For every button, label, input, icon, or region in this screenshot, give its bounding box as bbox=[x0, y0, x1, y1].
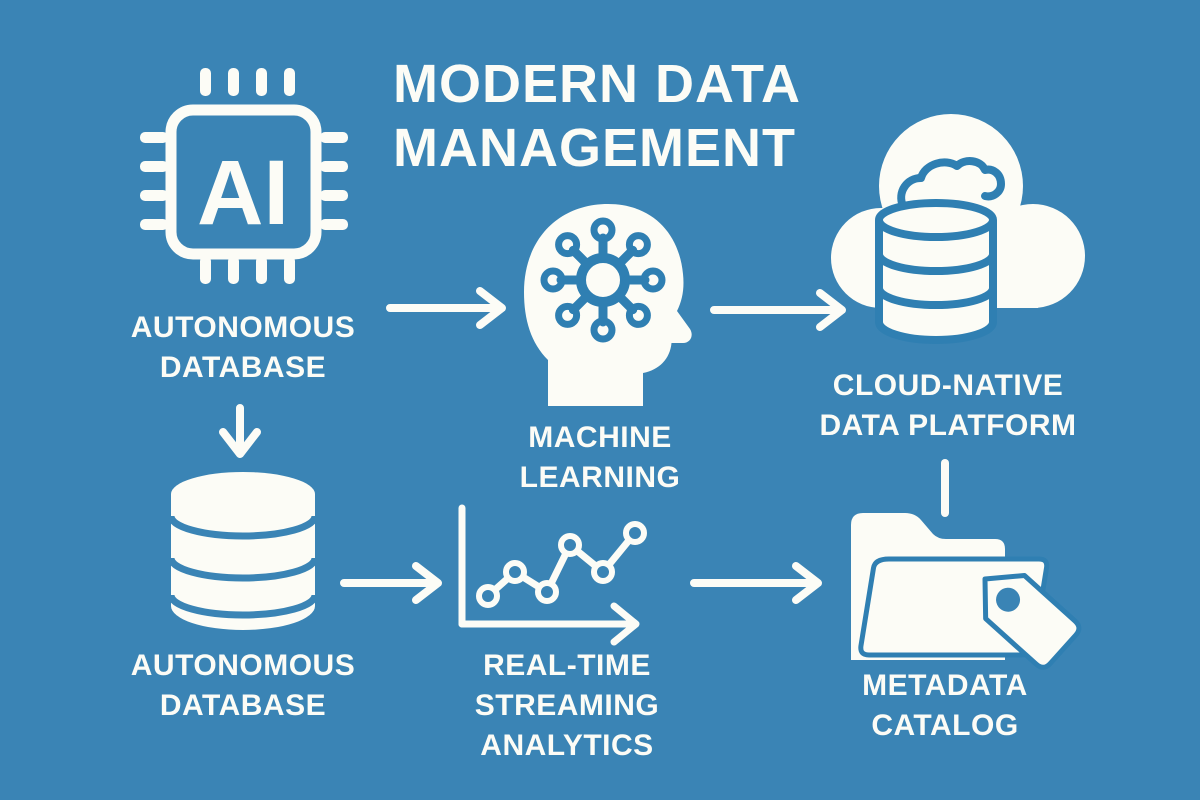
label-metadata-catalog: METADATA CATALOG bbox=[862, 669, 1028, 742]
cloud-database-cylinder bbox=[875, 199, 997, 344]
connector-line-down bbox=[941, 459, 949, 517]
database-cylinder-icon bbox=[167, 472, 319, 630]
label-cloud-native-data-platform: CLOUD-NATIVE DATA PLATFORM bbox=[819, 369, 1077, 442]
arrow-right-icon bbox=[710, 289, 846, 331]
chip-ai-text: AI bbox=[197, 142, 289, 244]
line-chart-icon bbox=[458, 504, 647, 646]
page-title-line-2: MANAGEMENT bbox=[393, 118, 796, 178]
neural-network-icon bbox=[540, 217, 666, 343]
inner-cloud-outline bbox=[897, 157, 1005, 210]
arrow-right-icon bbox=[386, 287, 506, 329]
label-autonomous-database-top: AUTONOMOUS DATABASE bbox=[130, 311, 356, 384]
chart-data-points bbox=[476, 521, 647, 608]
page-title: MODERN DATA MANAGEMENT bbox=[393, 52, 873, 180]
price-tag-icon bbox=[982, 573, 1082, 670]
arrow-down-icon bbox=[219, 404, 261, 458]
arrow-right-icon bbox=[690, 562, 822, 604]
label-real-time-streaming-analytics: REAL-TIME STREAMING ANALYTICS bbox=[474, 649, 660, 762]
folder-tag-icon bbox=[851, 513, 1082, 670]
label-machine-learning: MACHINE LEARNING bbox=[519, 421, 681, 494]
arrow-right-icon bbox=[340, 562, 442, 604]
chip-body bbox=[165, 104, 322, 260]
chart-axes bbox=[458, 504, 640, 646]
cloud-database-icon bbox=[831, 114, 1085, 344]
page-title-line-1: MODERN DATA bbox=[393, 54, 801, 114]
cylinder-bands bbox=[167, 515, 319, 619]
label-autonomous-database-bottom: AUTONOMOUS DATABASE bbox=[130, 649, 356, 722]
ai-chip-icon: AI bbox=[140, 68, 348, 284]
chip-pins bbox=[140, 68, 348, 284]
machine-learning-head-icon bbox=[524, 204, 692, 406]
